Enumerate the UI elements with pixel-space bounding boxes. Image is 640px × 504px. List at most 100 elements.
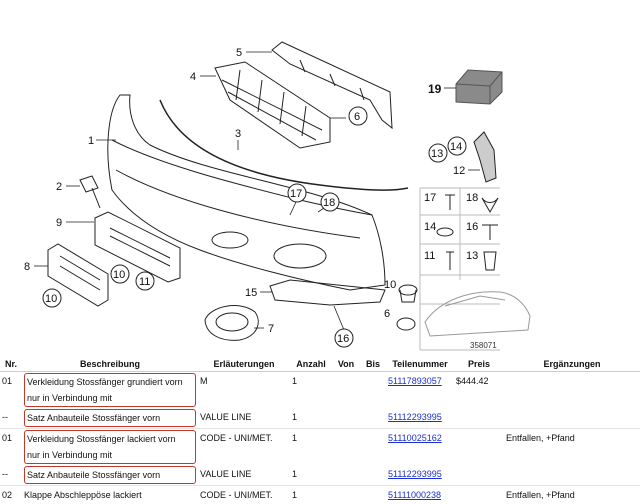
- row-anzahl: 1: [290, 486, 332, 504]
- callout-13[interactable]: 13: [431, 148, 443, 160]
- row-von: [332, 408, 360, 429]
- callout-7[interactable]: 7: [268, 323, 274, 335]
- row-description-text: Verkleidung Stossfänger lackiert vorn: [24, 430, 196, 447]
- callout-11[interactable]: 11: [139, 276, 150, 288]
- callout-3[interactable]: 3: [235, 128, 241, 140]
- col-nr: Nr.: [0, 357, 22, 372]
- col-ergaenzungen: Ergänzungen: [504, 357, 640, 372]
- grid-label-10[interactable]: 10: [384, 279, 396, 291]
- row-part-number: 51111000238: [386, 486, 454, 504]
- table-row: 01 Verkleidung Stossfänger lackiert vorn…: [0, 429, 640, 466]
- table-row: -- Satz Anbauteile Stossfänger vorn VALU…: [0, 408, 640, 429]
- row-bis: [360, 465, 386, 486]
- table-row: -- Satz Anbauteile Stossfänger vorn VALU…: [0, 465, 640, 486]
- grid-label-14[interactable]: 14: [424, 221, 436, 233]
- row-nr: 01: [0, 429, 22, 466]
- row-erlaeuterung: CODE - UNI/MET.: [198, 429, 290, 466]
- callout-18[interactable]: 18: [323, 197, 335, 209]
- callout-17[interactable]: 17: [290, 188, 302, 200]
- callout-16[interactable]: 16: [337, 333, 349, 345]
- grid-label-17[interactable]: 17: [424, 192, 436, 204]
- row-description: Satz Anbauteile Stossfänger vorn: [22, 408, 198, 429]
- row-description: Verkleidung Stossfänger grundiert vorn n…: [22, 372, 198, 409]
- row-erlaeuterung: VALUE LINE: [198, 465, 290, 486]
- col-teilenummer: Teilenummer: [386, 357, 454, 372]
- image-id: 358071: [470, 341, 497, 350]
- row-erlaeuterung: VALUE LINE: [198, 408, 290, 429]
- table-header-row: Nr. Beschreibung Erläuterungen Anzahl Vo…: [0, 357, 640, 372]
- grid-label-13[interactable]: 13: [466, 250, 478, 262]
- row-description-note: nur in Verbindung mit: [24, 390, 196, 407]
- row-erlaeuterung: CODE - UNI/MET.: [198, 486, 290, 504]
- callout-12[interactable]: 12: [453, 165, 465, 177]
- row-von: [332, 465, 360, 486]
- table-row: 01 Verkleidung Stossfänger grundiert vor…: [0, 372, 640, 409]
- part-number-link[interactable]: 51110025162: [388, 433, 442, 443]
- part-number-link[interactable]: 51117893057: [388, 376, 442, 386]
- col-bis: Bis: [360, 357, 386, 372]
- table-row: 02 Klappe Abschleppöse lackiert CODE - U…: [0, 486, 640, 504]
- row-description-text: Satz Anbauteile Stossfänger vorn: [24, 466, 196, 484]
- row-ergaenzung: [504, 372, 640, 409]
- callout-1[interactable]: 1: [88, 135, 94, 147]
- row-bis: [360, 372, 386, 409]
- row-von: [332, 372, 360, 409]
- callout-19[interactable]: 19: [428, 82, 442, 96]
- row-bis: [360, 429, 386, 466]
- callout-8[interactable]: 8: [24, 261, 30, 273]
- row-nr: 02: [0, 486, 22, 504]
- bumper-cover-drawing: [108, 95, 385, 290]
- row-description: Klappe Abschleppöse lackiert: [22, 486, 198, 504]
- row-anzahl: 1: [290, 372, 332, 409]
- row-description-text: Verkleidung Stossfänger grundiert vorn: [24, 373, 196, 390]
- row-nr: --: [0, 408, 22, 429]
- grid-label-18[interactable]: 18: [466, 192, 478, 204]
- part-number-link[interactable]: 51112293995: [388, 469, 442, 479]
- row-part-number: 51112293995: [386, 465, 454, 486]
- row-ergaenzung: [504, 465, 640, 486]
- row-description: Satz Anbauteile Stossfänger vorn: [22, 465, 198, 486]
- part-number-link[interactable]: 51111000238: [388, 490, 441, 500]
- callout-14[interactable]: 14: [450, 141, 462, 153]
- callout-10-b[interactable]: 10: [45, 293, 57, 305]
- row-anzahl: 1: [290, 429, 332, 466]
- callout-6[interactable]: 6: [354, 111, 360, 123]
- grid-label-16[interactable]: 16: [466, 221, 478, 233]
- callout-4[interactable]: 4: [190, 71, 196, 83]
- row-bis: [360, 408, 386, 429]
- col-erlaeuterungen: Erläuterungen: [198, 357, 290, 372]
- callout-15[interactable]: 15: [245, 287, 257, 299]
- col-beschreibung: Beschreibung: [22, 357, 198, 372]
- parts-table: Nr. Beschreibung Erläuterungen Anzahl Vo…: [0, 357, 640, 504]
- row-anzahl: 1: [290, 408, 332, 429]
- row-erlaeuterung: M: [198, 372, 290, 409]
- grid-label-6[interactable]: 6: [384, 308, 390, 320]
- row-price: [454, 465, 504, 486]
- row-description-note: nur in Verbindung mit: [24, 447, 196, 464]
- row-price: $444.42: [454, 372, 504, 409]
- row-ergaenzung: Entfallen, +Pfand: [504, 486, 640, 504]
- callout-9[interactable]: 9: [56, 217, 62, 229]
- col-von: Von: [332, 357, 360, 372]
- row-bis: [360, 486, 386, 504]
- row-von: [332, 429, 360, 466]
- col-anzahl: Anzahl: [290, 357, 332, 372]
- row-ergaenzung: Entfallen, +Pfand: [504, 429, 640, 466]
- callout-5[interactable]: 5: [236, 47, 242, 59]
- part-number-link[interactable]: 51112293995: [388, 412, 442, 422]
- grid-label-11[interactable]: 11: [424, 250, 435, 262]
- row-part-number: 51112293995: [386, 408, 454, 429]
- row-anzahl: 1: [290, 465, 332, 486]
- row-price: [454, 429, 504, 466]
- col-preis: Preis: [454, 357, 504, 372]
- row-description: Verkleidung Stossfänger lackiert vorn nu…: [22, 429, 198, 466]
- row-part-number: 51110025162: [386, 429, 454, 466]
- callout-10[interactable]: 10: [113, 269, 125, 281]
- row-price: [454, 486, 504, 504]
- callout-2[interactable]: 2: [56, 181, 62, 193]
- row-von: [332, 486, 360, 504]
- row-description-text: Satz Anbauteile Stossfänger vorn: [24, 409, 196, 427]
- row-part-number: 51117893057: [386, 372, 454, 409]
- row-nr: 01: [0, 372, 22, 409]
- parts-diagram: 1 2 3 4 5 6 7 8 9 10 11 10 12 13 14 15 1…: [0, 0, 640, 356]
